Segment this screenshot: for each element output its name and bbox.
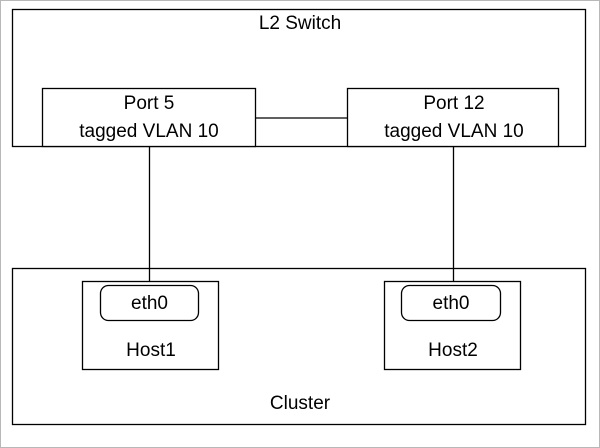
host1-interface: eth0 (131, 293, 168, 314)
host2-eth0-box (400, 284, 502, 322)
host1-eth0-box (99, 284, 200, 322)
cluster-title: Cluster (270, 393, 331, 414)
host1-name: Host1 (126, 340, 176, 361)
cluster-box (11, 267, 587, 426)
switch-title: L2 Switch (259, 13, 341, 34)
port-5-name: Port 5 (124, 93, 175, 114)
port-12-name: Port 12 (423, 93, 484, 114)
port-5-box (41, 87, 257, 148)
host2-name: Host2 (428, 340, 478, 361)
port-12-box (346, 87, 560, 148)
host2-interface: eth0 (433, 293, 470, 314)
port-5-mode: tagged VLAN 10 (79, 121, 218, 142)
port-12-mode: tagged VLAN 10 (384, 121, 523, 142)
